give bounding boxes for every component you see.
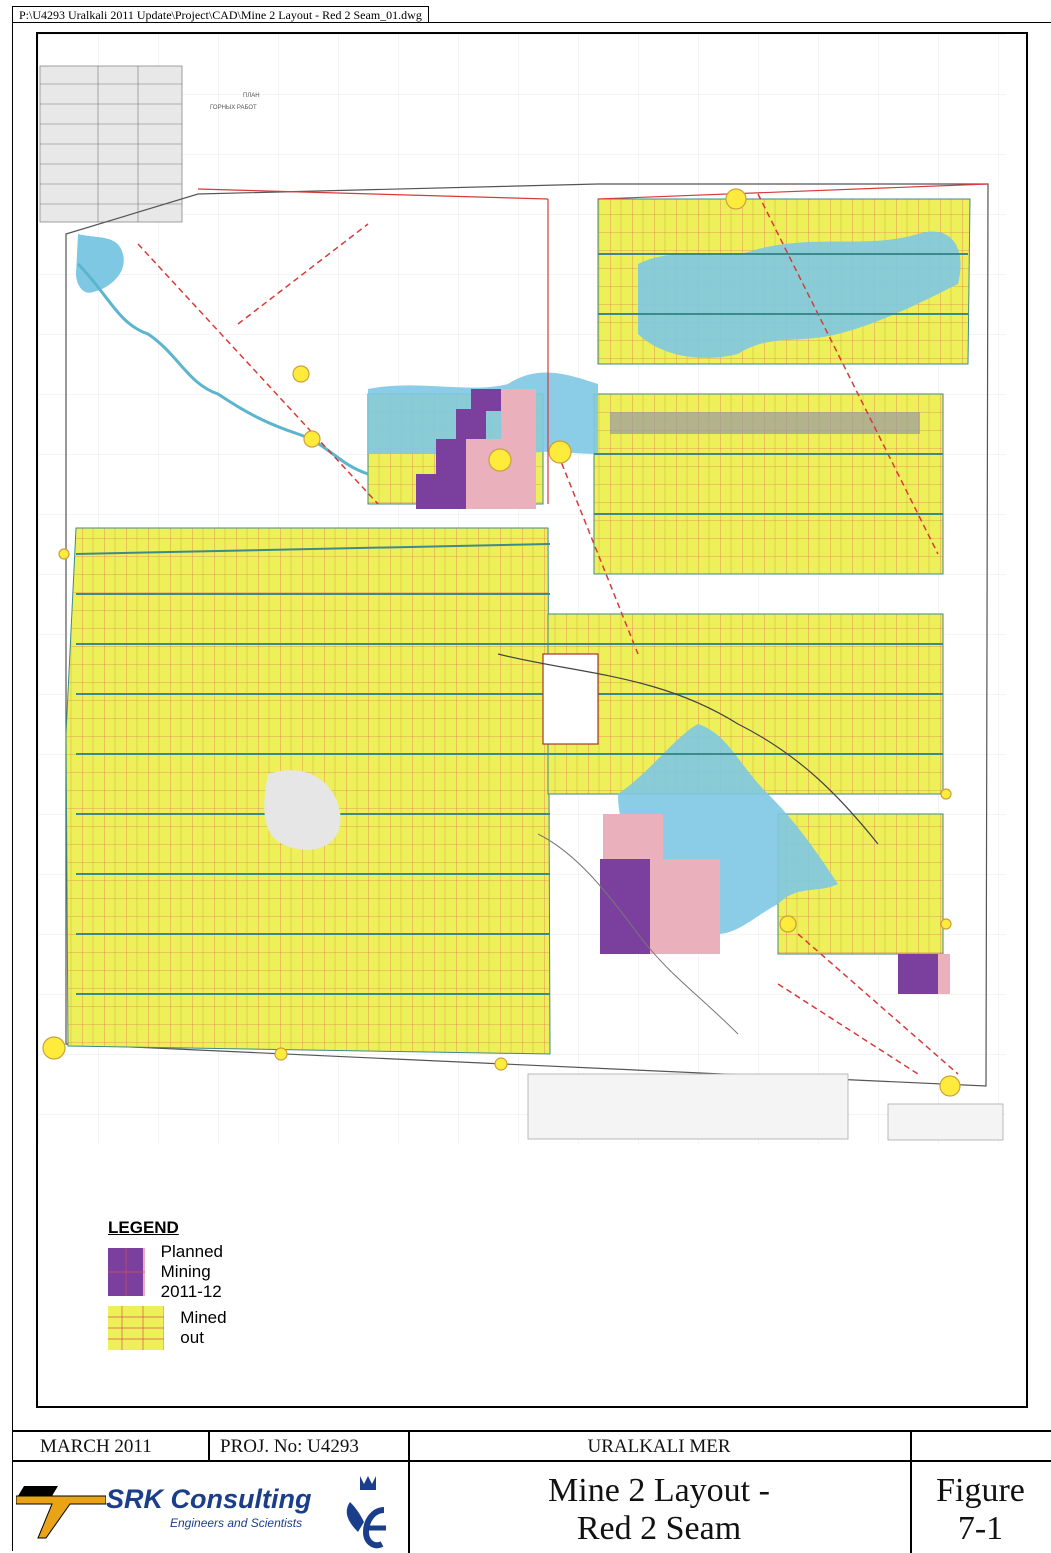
shaft-markers [42, 188, 961, 1097]
unmined-patch [264, 770, 341, 850]
date-label: MARCH 2011 [40, 1436, 152, 1457]
planned-mining-south [600, 814, 950, 994]
red-boundary-lines [197, 183, 989, 504]
figure-title-line2: Red 2 Seam [576, 1510, 742, 1547]
water-area-northwest [76, 234, 124, 293]
project-number: PROJ. No: U4293 [220, 1436, 359, 1457]
shaft-area [542, 653, 599, 745]
legend-label-mined-out: Mined out [180, 1308, 227, 1347]
figure-number: 7-1 [957, 1510, 1004, 1547]
red-survey-lines [137, 193, 959, 1075]
map-frame [36, 32, 1028, 1408]
legend-title: LEGEND [108, 1218, 179, 1237]
legend-swatch-mined-out [108, 1306, 165, 1350]
mine-layout-map: ПЛАН ГОРНЫХ РАБОТ [38, 34, 1026, 1144]
srk-logo-icon [16, 1486, 106, 1539]
map-inset-legend [527, 1073, 849, 1140]
river [76, 262, 369, 476]
figure-title-line1: Mine 2 Layout - [548, 1472, 770, 1509]
legend-item-planned: Planned Mining 2011-12 [108, 1242, 256, 1302]
legend: LEGEND Planned Mining 2011-12 Mined out [108, 1218, 227, 1350]
water-area-northeast [638, 231, 961, 358]
queens-award-icon [346, 1476, 386, 1549]
map-header-line2: ГОРНЫХ РАБОТ [210, 105, 257, 111]
file-path-label: P:\U4293 Uralkali 2011 Update\Project\CA… [12, 6, 429, 23]
legend-label-planned: Planned Mining 2011-12 [160, 1242, 224, 1301]
legend-item-mined-out: Mined out [108, 1306, 240, 1350]
company-name: SRK Consulting [106, 1484, 312, 1514]
legend-swatch-planned [108, 1248, 145, 1296]
map-title-stamp [887, 1103, 1004, 1141]
company-tagline: Engineers and Scientists [170, 1516, 303, 1530]
figure-label: Figure [936, 1472, 1025, 1509]
mined-out-area-central [547, 613, 944, 795]
map-header-line1: ПЛАН [243, 93, 260, 99]
sheet-border [12, 22, 1051, 1551]
client-name: URALKALI MER [587, 1436, 731, 1457]
title-block: MARCH 2011 PROJ. No: U4293 URALKALI MER … [12, 1430, 1051, 1553]
